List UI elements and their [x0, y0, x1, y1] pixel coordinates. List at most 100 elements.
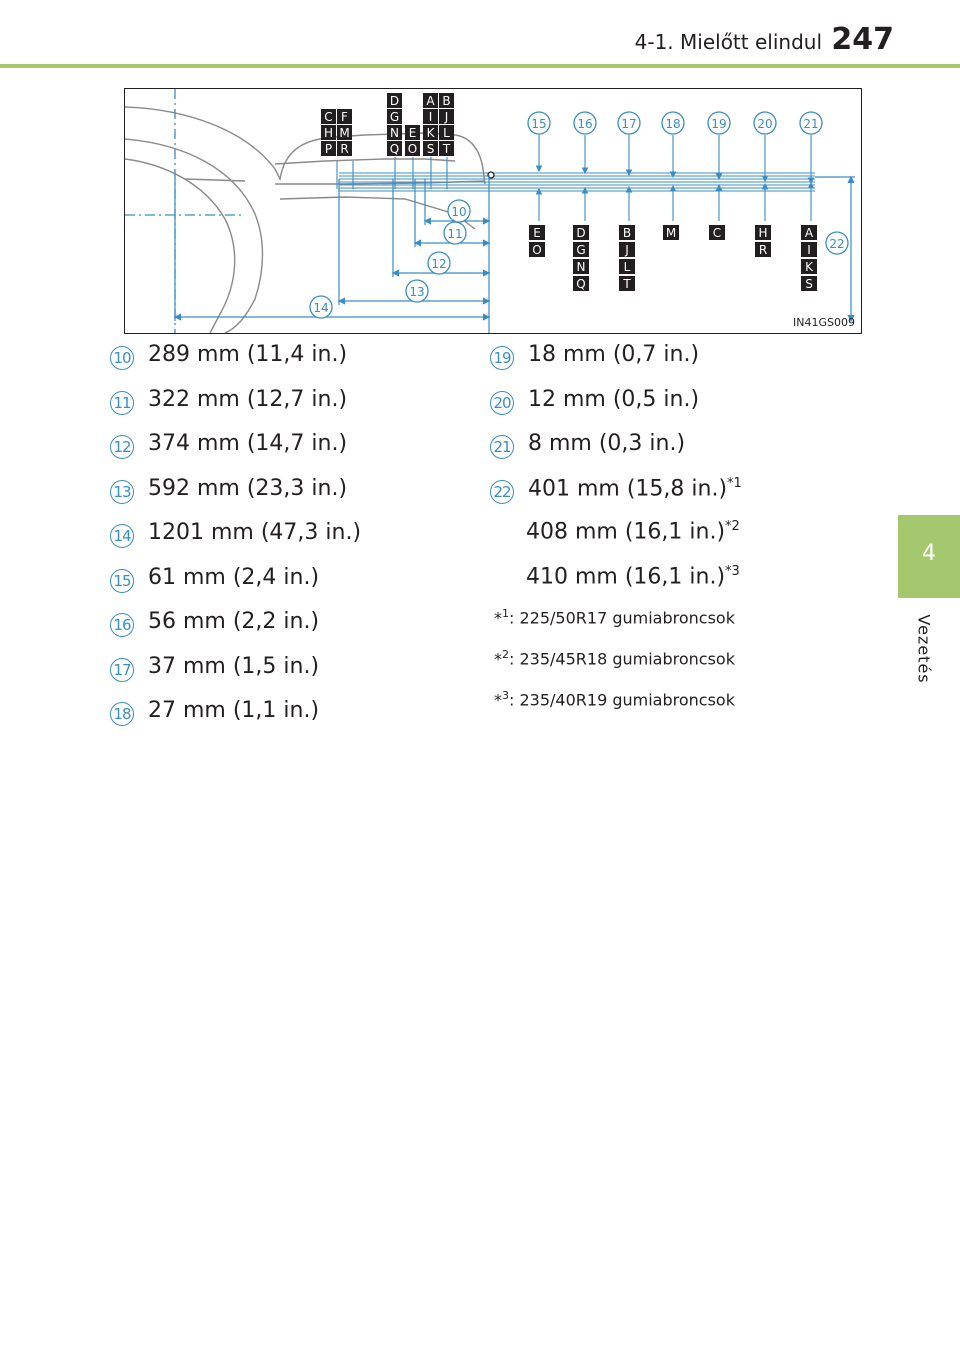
callout-circle: [753, 111, 777, 135]
point-label: D: [576, 226, 585, 240]
point-label-box: [801, 259, 817, 274]
measurement-text: 410 mm (16,1 in.): [526, 563, 726, 589]
callout-label: 19: [711, 117, 726, 131]
footnote-text: : 225/50R17 gumiabroncsok: [509, 608, 735, 628]
point-label: L: [624, 260, 631, 274]
callout-label: 18: [665, 117, 680, 131]
callout-number: 15: [110, 568, 134, 593]
page-number: 247: [831, 22, 894, 57]
point-label: E: [533, 226, 541, 240]
measurement-text: 61 mm (2,4 in.): [148, 564, 320, 590]
footnote-ref: 1: [502, 607, 509, 620]
measurement-value: 592 mm (23,3 in.): [148, 476, 347, 501]
callout-circle: [443, 221, 467, 245]
point-label: Q: [576, 277, 585, 291]
figure-id: IN41GS009: [793, 316, 855, 329]
section-title: 4-1. Mielőtt elindul: [634, 30, 822, 54]
callout-label: 15: [531, 117, 546, 131]
point-label-box: [619, 225, 635, 240]
leader-lines: [336, 157, 448, 189]
point-label-box: [573, 242, 589, 257]
chapter-label: Vezetés: [912, 610, 936, 688]
measurement-value: 1201 mm (47,3 in.): [148, 520, 361, 545]
callout-circle: [825, 231, 849, 255]
callout-number: 18: [110, 702, 134, 726]
callout-label: 21: [803, 117, 818, 131]
reference-lines: [339, 171, 815, 192]
point-label-box: [709, 225, 725, 240]
point-label-box: [755, 242, 771, 257]
point-label: G: [576, 243, 585, 257]
point-label-box: [529, 242, 545, 257]
point-label-box: [801, 276, 817, 291]
point-label-box: [387, 141, 402, 156]
point-label: M: [666, 226, 676, 240]
measurement-text: 289 mm (11,4 in.): [148, 342, 348, 367]
point-label: A: [805, 226, 814, 240]
callout-circle: [405, 279, 429, 303]
measurement-value: 61 mm (2,4 in.): [148, 565, 319, 590]
point-label-box: [573, 225, 589, 240]
point-label: L: [443, 126, 450, 140]
measurement-value: 37 mm (1,5 in.): [148, 654, 319, 679]
point-label-box: [801, 225, 817, 240]
point-label-box: [439, 93, 454, 108]
point-label: N: [390, 126, 399, 140]
measurement-value: 410 mm (16,1 in.)*3: [526, 564, 740, 589]
point-label: S: [805, 277, 813, 291]
point-label-box: [423, 109, 438, 124]
point-label: K: [805, 260, 814, 274]
point-label: P: [325, 142, 332, 156]
callout-number: 21: [490, 435, 514, 459]
point-label: A: [426, 94, 435, 108]
callout-circle: [573, 111, 597, 135]
measurement-value: 12 mm (0,5 in.): [528, 387, 699, 412]
callout-label: 17: [621, 117, 636, 131]
point-label: O: [532, 243, 541, 257]
callout-number: 11: [110, 390, 134, 415]
callout-number: 14: [110, 524, 134, 548]
point-label-box: [573, 259, 589, 274]
point-label-box: [423, 93, 438, 108]
chapter-label-text: Vezetés: [914, 614, 934, 684]
point-label: I: [429, 110, 433, 124]
chapter-number: 4: [922, 541, 936, 566]
measurement-value: 18 mm (0,7 in.): [528, 342, 699, 367]
point-label: C: [713, 226, 721, 240]
point-label-box: [405, 125, 420, 140]
callout-label: 10: [451, 205, 466, 219]
point-label: O: [408, 142, 417, 156]
callout-label: 11: [447, 227, 462, 241]
point-label-box: [801, 242, 817, 257]
point-label-box: [439, 141, 454, 156]
measurement-value: 289 mm (11,4 in.): [148, 342, 347, 367]
vehicle-outline: [125, 106, 486, 333]
measurement-text: 12 mm (0,5 in.): [528, 386, 700, 412]
callout-label: 16: [577, 117, 592, 131]
point-label-box: [755, 225, 771, 240]
measurement-text: 56 mm (2,2 in.): [148, 609, 320, 634]
header-rule: [0, 64, 960, 68]
point-label: G: [390, 110, 399, 124]
measurement-value: 56 mm (2,2 in.): [148, 609, 319, 634]
point-label: E: [409, 126, 417, 140]
measurement-text: 322 mm (12,7 in.): [148, 386, 348, 412]
point-label-box: [321, 141, 336, 156]
measurement-value: 408 mm (16,1 in.)*2: [526, 519, 740, 544]
point-label-box: [387, 125, 402, 140]
callout-number: 16: [110, 613, 134, 637]
footnote: *1: 225/50R17 gumiabroncsok: [494, 607, 735, 628]
callout-number: 19: [490, 346, 514, 370]
point-label-box: [321, 125, 336, 140]
measurement-text: 8 mm (0,3 in.): [528, 431, 686, 456]
callout-circle: [309, 295, 333, 319]
point-label-box: [529, 225, 545, 240]
footnote-ref: 3: [502, 689, 509, 702]
note-reference: *3: [725, 563, 740, 579]
wheel-centerlines: [125, 89, 245, 333]
callout-label: 12: [431, 257, 446, 271]
